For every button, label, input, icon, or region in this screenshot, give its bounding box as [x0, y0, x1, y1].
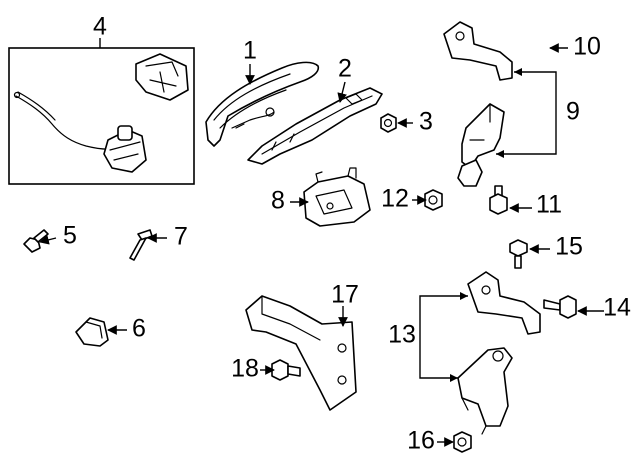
callout-1: 1 — [243, 37, 257, 65]
upper-hinge-bracket-part — [443, 21, 513, 81]
lower-hinge-bracket-part — [457, 271, 541, 435]
callout-11: 11 — [536, 191, 562, 219]
callout-3: 3 — [419, 108, 433, 136]
callout-8: 8 — [271, 187, 285, 215]
bolt-part-18 — [271, 359, 301, 381]
callout-13: 13 — [388, 321, 416, 349]
leader-lines — [39, 43, 604, 447]
nut-part-12 — [424, 189, 443, 211]
callout-4: 4 — [93, 13, 107, 41]
handle-bracket-part — [303, 167, 371, 227]
nut-part-16 — [453, 431, 472, 453]
door-check-part — [245, 295, 357, 411]
callout-18: 18 — [231, 355, 259, 383]
grommet-part-6 — [75, 317, 109, 347]
bolt-part-14 — [543, 295, 577, 319]
callout-14: 14 — [603, 294, 631, 322]
outside-handle-part — [247, 87, 383, 165]
callout-17: 17 — [331, 281, 359, 309]
callout-5: 5 — [63, 222, 77, 250]
pin-part-7 — [129, 229, 153, 261]
lower-hinge-part — [457, 103, 505, 187]
callout-2: 2 — [338, 55, 352, 83]
screw-part-5 — [23, 229, 49, 253]
actuator-inset-box — [8, 38, 195, 185]
callout-6: 6 — [132, 315, 146, 343]
callout-10: 10 — [573, 33, 601, 61]
bolt-part-15 — [509, 239, 528, 269]
callout-7: 7 — [174, 223, 188, 251]
nut-part-3 — [380, 113, 397, 133]
callout-12: 12 — [381, 185, 409, 213]
bolt-part-11 — [489, 185, 508, 215]
callout-16: 16 — [407, 427, 435, 455]
callout-15: 15 — [555, 233, 583, 261]
callout-9: 9 — [566, 98, 580, 126]
